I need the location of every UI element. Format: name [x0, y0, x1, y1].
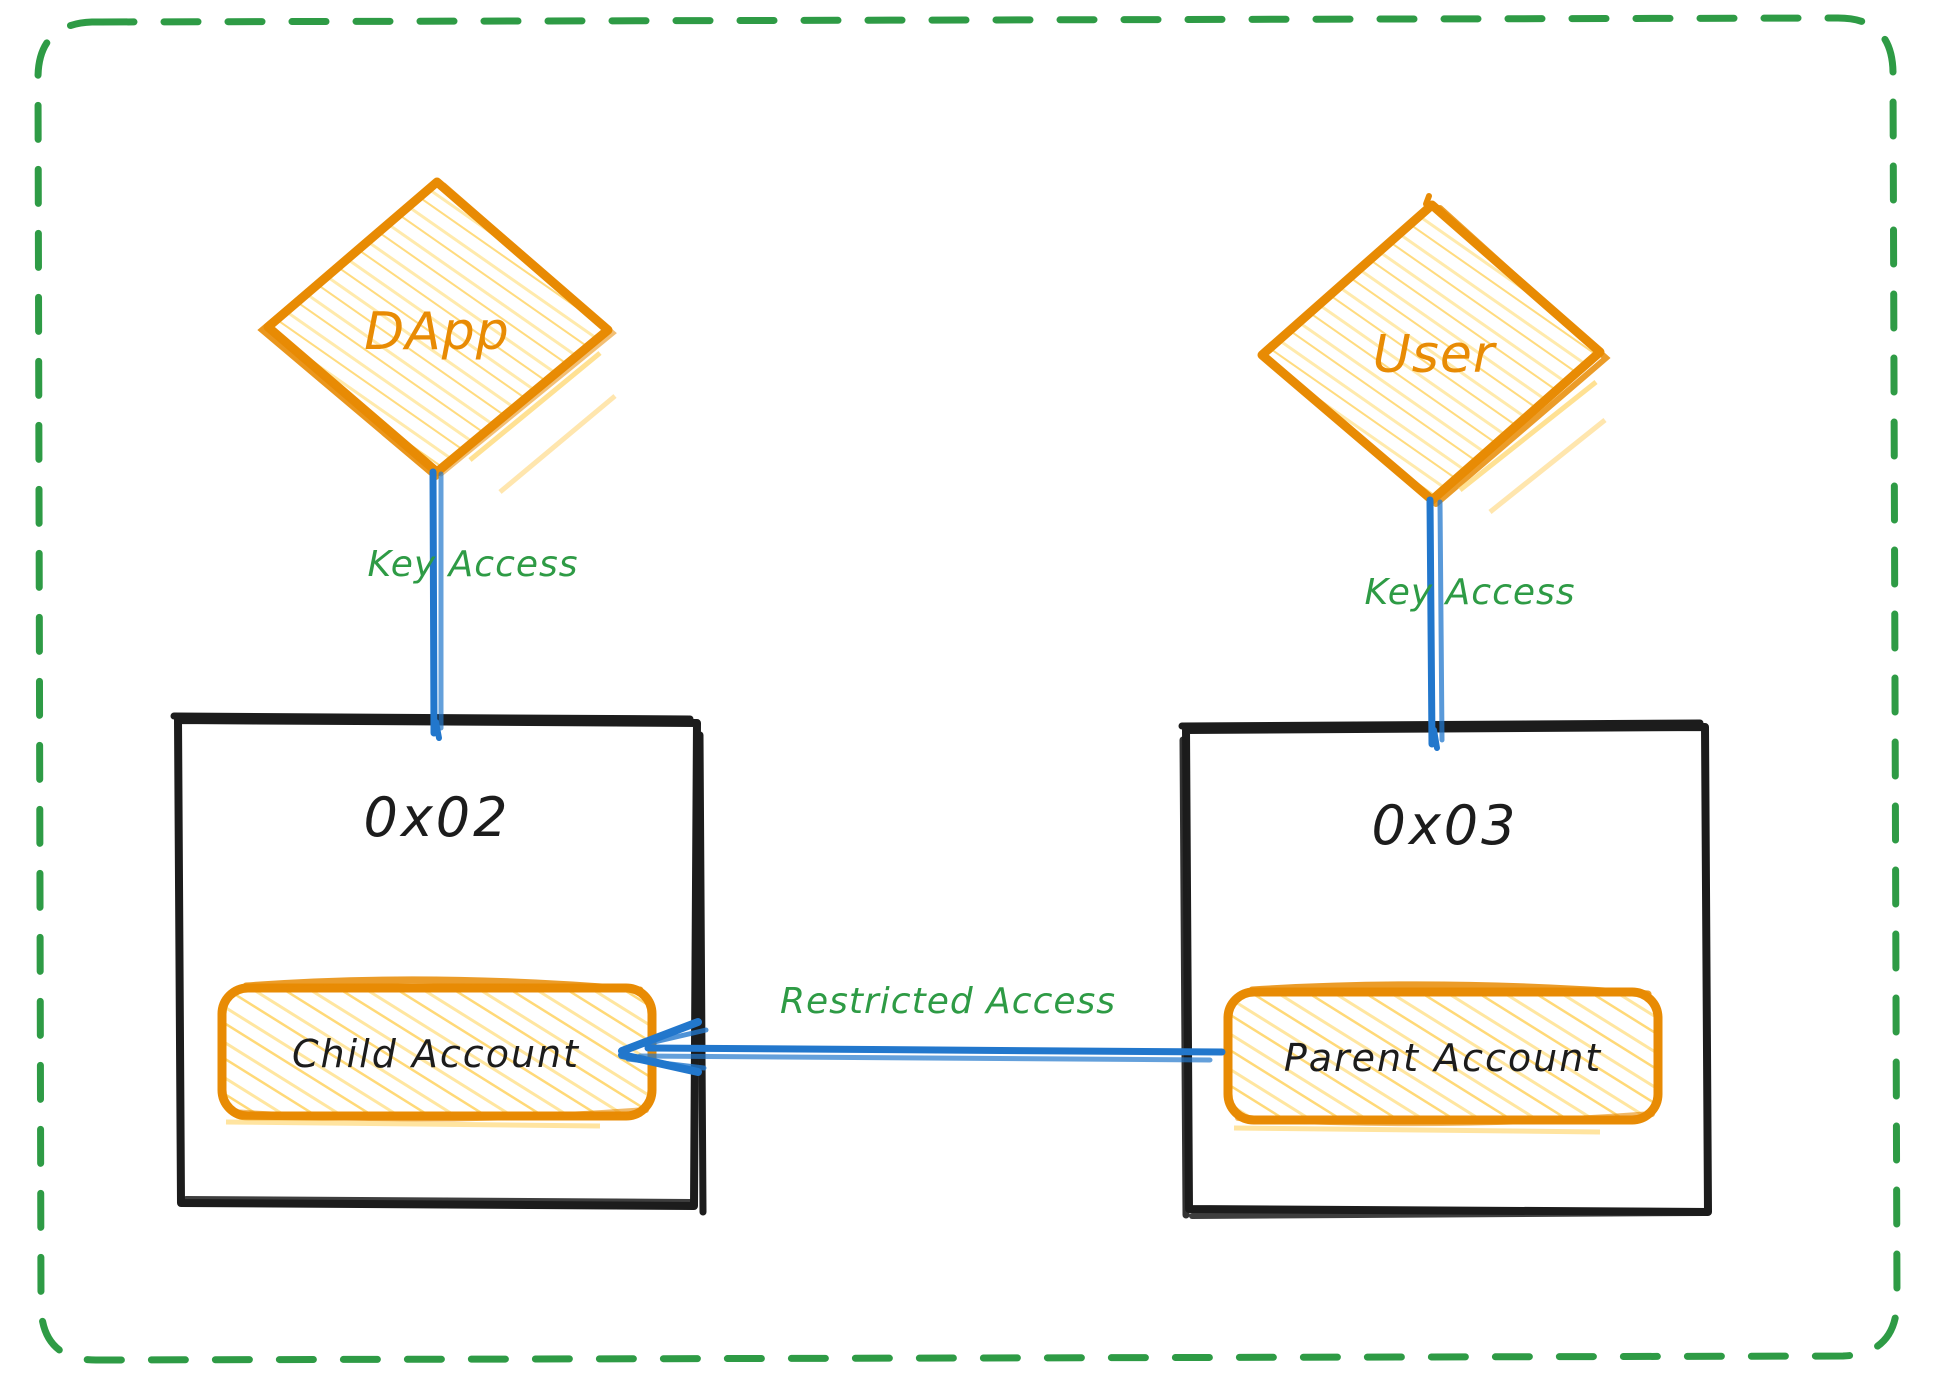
dapp-label: DApp	[364, 302, 510, 362]
child-account-label: Child Account	[291, 1032, 581, 1076]
edge-user-to-parent	[1426, 496, 1445, 751]
edge-dapp-to-child	[429, 468, 444, 741]
user-label: User	[1372, 325, 1496, 385]
dapp-diamond-shape	[257, 177, 617, 494]
edge-parent-to-child-restricted	[618, 1018, 1226, 1076]
address-label-right: 0x03	[1371, 794, 1519, 857]
address-label-left: 0x02	[363, 786, 511, 849]
parent-account-label: Parent Account	[1283, 1036, 1603, 1080]
boundary-dashed-rect	[34, 14, 1901, 1364]
child-account-shape	[217, 976, 657, 1129]
edge-label-key-access-right: Key Access	[1364, 572, 1576, 613]
edge-label-key-access-left: Key Access	[367, 544, 579, 585]
parent-account-shape	[1223, 981, 1663, 1135]
edge-label-restricted-access: Restricted Access	[779, 981, 1117, 1022]
